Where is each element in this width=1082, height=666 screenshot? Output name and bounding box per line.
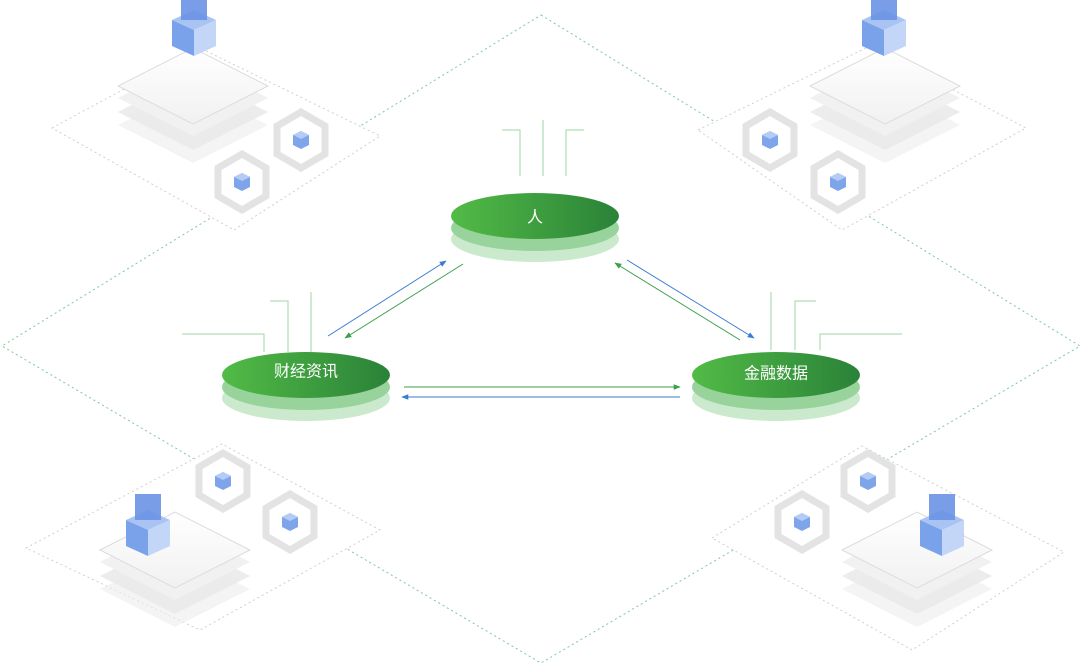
node-label: 财经资讯 — [274, 362, 338, 381]
node-finance-news: 财经资讯 — [222, 352, 390, 421]
hex-cube-icon — [199, 453, 247, 509]
node-financial-data: 金融数据 — [692, 352, 860, 421]
hex-cube-icon — [277, 112, 325, 168]
hex-cube-icon — [218, 154, 266, 210]
cluster-top-right — [697, 0, 1028, 231]
node-disc — [692, 352, 860, 398]
cube-icon — [862, 0, 906, 56]
cluster-bottom-right — [711, 445, 1065, 651]
node-disc — [451, 193, 619, 239]
hex-cube-icon — [266, 494, 314, 550]
node-disc — [222, 352, 390, 398]
node-person: 人 — [451, 193, 619, 262]
cluster-bottom-left — [24, 443, 382, 631]
edge-person-to-finance-news — [344, 263, 464, 339]
hex-cube-icon — [746, 112, 794, 168]
dotted-diamond-frame — [1, 14, 1081, 664]
cluster-top-left — [50, 0, 382, 231]
cube-icon — [172, 0, 216, 56]
edge-person-to-financial-data — [626, 259, 755, 339]
edges — [327, 259, 755, 400]
edge-financial-data-to-person — [614, 262, 741, 341]
hex-cube-icon — [814, 154, 862, 210]
decorative-connectors — [182, 120, 902, 352]
hex-cube-icon — [778, 494, 826, 550]
node-label: 人 — [527, 208, 543, 227]
edge-finance-news-to-person — [327, 260, 447, 337]
node-label: 金融数据 — [744, 364, 808, 383]
hex-cube-icon — [844, 453, 892, 509]
